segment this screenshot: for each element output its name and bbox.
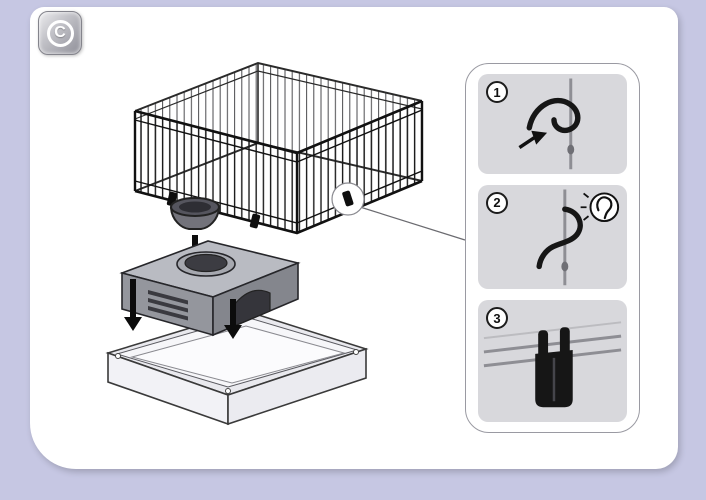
step-1-number: 1	[493, 84, 501, 100]
insert-direction-arrow	[518, 130, 548, 149]
step-1-clip-hook-illustration	[518, 78, 581, 170]
listen-click-ear-icon	[580, 192, 620, 222]
section-badge-letter: C	[54, 24, 66, 41]
step-2-number-badge: 2	[486, 191, 508, 214]
house-shelter	[119, 240, 301, 337]
clip-detail-callout	[331, 182, 466, 241]
wire-cage-top	[133, 61, 424, 235]
step-1-number-badge: 1	[486, 81, 508, 103]
steps-panel: 1 2	[465, 63, 640, 433]
house-door-down-arrow	[224, 299, 242, 339]
cage-assembly-illustration	[105, 61, 466, 426]
step-box-3: 3	[478, 300, 627, 422]
section-badge-ring: C	[46, 19, 74, 47]
step-box-1: 1	[478, 74, 627, 174]
step-3-clip-fastened-illustration	[483, 321, 622, 408]
house-vents	[148, 290, 188, 321]
step-2-clip-rotate-illustration	[536, 189, 620, 285]
house-left-down-arrow	[124, 279, 142, 331]
step-box-2: 2	[478, 184, 627, 290]
section-badge: C	[38, 11, 82, 55]
step-2-number: 2	[493, 195, 501, 211]
food-bowl	[169, 197, 221, 230]
instruction-card: C	[30, 7, 678, 469]
base-tray	[105, 310, 369, 426]
step-3-number-badge: 3	[486, 307, 508, 330]
fastening-clip	[535, 327, 573, 408]
step-3-number: 3	[493, 310, 501, 326]
